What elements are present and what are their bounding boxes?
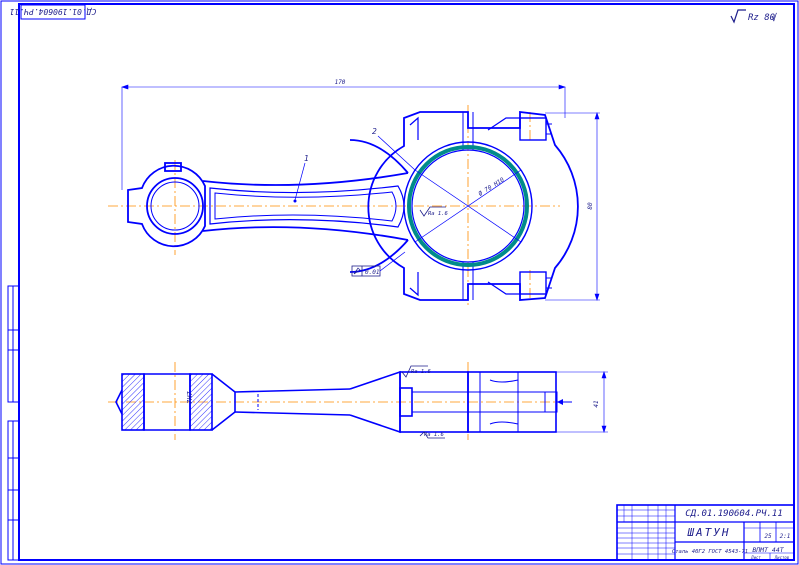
roughness-label: Rz 80 <box>748 13 775 23</box>
leader-1-line <box>294 162 306 201</box>
flatness-icon <box>353 267 361 275</box>
big-end <box>367 110 579 301</box>
dim-height <box>545 112 600 301</box>
side-view: 7Н7 <box>108 362 608 440</box>
center-lines-top <box>108 105 560 305</box>
title-block <box>616 504 795 561</box>
bore-dia-label: Ø 70 H10 <box>477 176 506 197</box>
small-end <box>127 162 206 248</box>
sheet-frame <box>18 3 795 561</box>
title-sheet-label: Лист <box>750 555 761 560</box>
shank-top <box>202 139 409 273</box>
dim-width-label: 41 <box>593 400 600 407</box>
left-margin-strips <box>7 285 20 561</box>
dim-overall-length-label: 170 <box>335 79 346 86</box>
side-roughness-bottom-label: Ra 1.6 <box>424 432 445 438</box>
leader-1-label: 1 <box>304 154 309 163</box>
roughness-check-icon: √ <box>771 12 777 24</box>
title-org: ВПМТ 44Т <box>752 546 784 554</box>
big-end-bore <box>407 145 529 267</box>
dim-overall-length <box>121 84 566 190</box>
side-roughness-bottom: Ra 1.6 <box>419 431 445 439</box>
small-end-section <box>115 373 236 431</box>
inner-roughness: Ra 1.6 <box>419 206 449 217</box>
title-scale: 2:1 <box>780 533 791 540</box>
doc-code-rotated: СД.01.190604.РЧ.11 <box>10 7 97 16</box>
dim-width <box>556 371 608 433</box>
leader-1-dot <box>293 199 297 203</box>
title-part-name: ШАТУН <box>686 526 730 539</box>
tolerance-frame: 0.01 <box>351 251 406 277</box>
bore-diameter-lines <box>377 135 522 243</box>
title-mass: 25 <box>764 533 772 540</box>
side-roughness-top-label: Ra 1.6 <box>411 369 432 375</box>
title-material: Сталь 40Г2 ГОСТ 4543-71 <box>672 549 748 555</box>
doc-code-box: СД.01.190604.РЧ.11 <box>10 4 97 20</box>
title-sheets-label: Листов <box>774 555 790 560</box>
title-doc-code: СД.01.190604.РЧ.11 <box>685 509 783 519</box>
tolerance-value: 0.01 <box>365 269 379 276</box>
big-end-side <box>399 371 572 433</box>
inner-roughness-label: Ra 1.6 <box>428 211 449 217</box>
top-view: 170 80 <box>108 79 600 305</box>
small-end-label: 7Н7 <box>186 391 194 404</box>
roughness-symbol: Rz 80 √ <box>730 9 777 24</box>
dim-height-label: 80 <box>587 202 594 210</box>
side-roughness-top: Ra 1.6 <box>401 365 432 378</box>
leader-2-label: 2 <box>372 127 377 136</box>
